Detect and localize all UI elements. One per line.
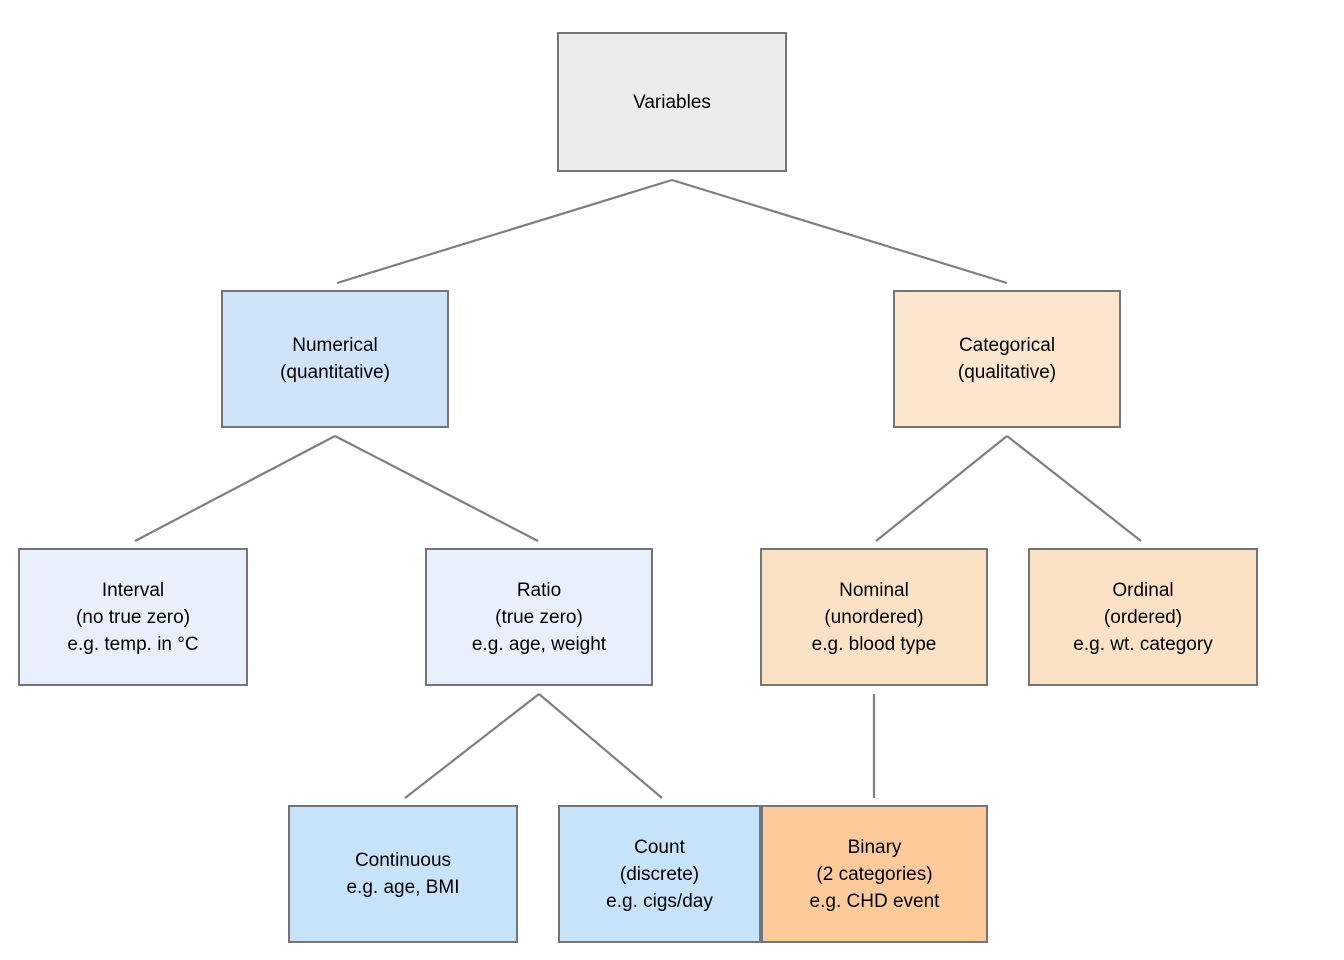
edge-ratio-count	[538, 693, 663, 799]
node-ordinal-example: e.g. wt. category	[1073, 633, 1213, 655]
node-variables-label: Variables	[633, 91, 711, 113]
edge-variables-categorical	[671, 178, 1008, 285]
node-nominal-label: Nominal	[839, 579, 909, 601]
node-categorical-sublabel: (qualitative)	[957, 362, 1057, 383]
node-interval-label: Interval	[101, 579, 165, 601]
node-binary-label: Binary	[847, 836, 902, 858]
node-count-sublabel: (discrete)	[619, 863, 700, 885]
node-nominal-sublabel: (unordered)	[824, 606, 924, 628]
node-nominal-example: e.g. blood type	[811, 633, 937, 655]
node-numerical: Numerical (quantitative)	[221, 290, 449, 428]
node-numerical-label: Numerical	[292, 335, 378, 356]
node-ordinal: Ordinal (ordered) e.g. wt. category	[1028, 548, 1258, 686]
node-interval: Interval (no true zero) e.g. temp. in °C	[18, 548, 248, 686]
node-ratio-example: e.g. age, weight	[471, 633, 607, 655]
node-ordinal-sublabel: (ordered)	[1103, 606, 1183, 628]
node-interval-example: e.g. temp. in °C	[67, 633, 199, 655]
node-ratio: Ratio (true zero) e.g. age, weight	[425, 548, 653, 686]
node-binary-sublabel: (2 categories)	[816, 863, 933, 885]
node-nominal: Nominal (unordered) e.g. blood type	[760, 548, 988, 686]
node-numerical-sublabel: (quantitative)	[280, 362, 390, 383]
node-count: Count (discrete) e.g. cigs/day	[558, 805, 761, 943]
edge-categorical-nominal	[875, 435, 1008, 542]
node-categorical: Categorical (qualitative)	[893, 290, 1121, 428]
edge-numerical-interval	[134, 435, 336, 542]
node-ratio-sublabel: (true zero)	[495, 606, 583, 628]
edge-variables-numerical	[336, 178, 673, 285]
edge-numerical-ratio	[334, 435, 539, 542]
node-count-label: Count	[634, 836, 685, 858]
node-ratio-label: Ratio	[516, 579, 562, 601]
edge-ratio-continuous	[404, 693, 540, 799]
node-count-example: e.g. cigs/day	[606, 890, 713, 912]
node-continuous-label: Continuous	[354, 850, 452, 871]
node-variables: Variables	[557, 32, 787, 172]
node-ordinal-label: Ordinal	[1112, 579, 1174, 601]
node-interval-sublabel: (no true zero)	[75, 606, 191, 628]
node-binary: Binary (2 categories) e.g. CHD event	[761, 805, 988, 943]
edge-categorical-ordinal	[1006, 435, 1142, 542]
node-categorical-label: Categorical	[958, 335, 1056, 356]
node-continuous-example: e.g. age, BMI	[346, 877, 460, 898]
node-binary-example: e.g. CHD event	[809, 890, 940, 912]
node-continuous: Continuous e.g. age, BMI	[288, 805, 518, 943]
